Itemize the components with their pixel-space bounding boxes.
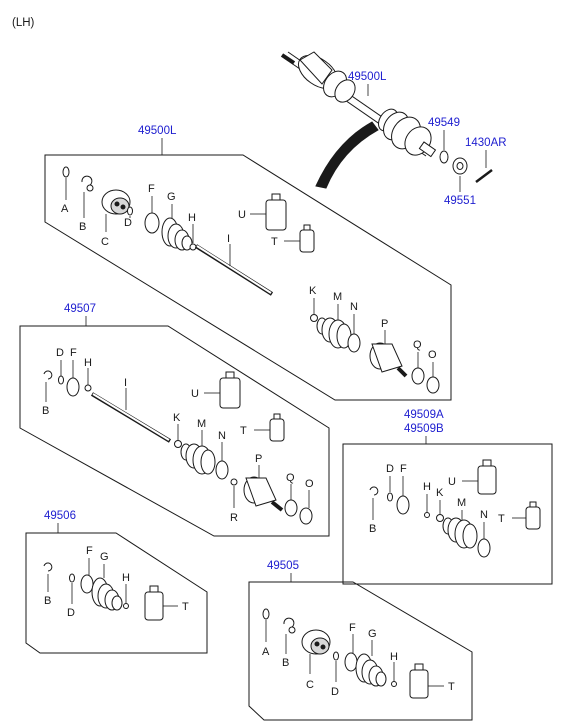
ref-kit-49505: 49505 <box>267 560 299 572</box>
label-H-2: H <box>84 357 92 369</box>
label-H-1: H <box>188 212 196 224</box>
side-label: (LH) <box>12 17 35 29</box>
label-A-5: A <box>262 646 270 658</box>
label-P-1: P <box>381 318 388 330</box>
label-M-2: M <box>197 418 206 430</box>
label-M-3: M <box>457 497 466 509</box>
label-A-1: A <box>61 203 69 215</box>
label-D-5: D <box>331 686 339 698</box>
label-P-2: P <box>255 453 262 465</box>
label-D-2: D <box>56 347 64 359</box>
label-H-5: H <box>390 651 398 663</box>
drive-shaft-assembly <box>280 51 437 189</box>
label-O-2: O <box>305 478 314 490</box>
label-B-5: B <box>282 657 289 669</box>
kit-49509-parts: B D F H K U M N T <box>369 459 541 558</box>
label-U-2: U <box>191 388 199 400</box>
label-G-5: G <box>368 628 377 640</box>
label-F-3: F <box>400 463 407 475</box>
label-C-1: C <box>101 236 109 248</box>
ref-kit-49506: 49506 <box>44 510 76 522</box>
label-O-1: O <box>428 349 437 361</box>
label-H-3: H <box>423 481 431 493</box>
label-F-4: F <box>86 545 93 557</box>
label-M-1: M <box>333 291 342 303</box>
kit-49507-frame <box>19 325 330 537</box>
ref-kit-49509A: 49509A <box>404 409 444 421</box>
label-R-2: R <box>230 512 238 524</box>
label-H-4: H <box>122 572 130 584</box>
ref-kit-49500L: 49500L <box>138 125 177 137</box>
label-B-4: B <box>44 595 51 607</box>
label-I-1: I <box>227 233 230 245</box>
label-G-4: G <box>100 551 109 563</box>
label-B-1: B <box>79 221 86 233</box>
label-T-1: T <box>271 236 278 248</box>
label-N-2: N <box>218 430 226 442</box>
label-D-4: D <box>67 607 75 619</box>
label-T-4: T <box>182 601 189 613</box>
kit-49505-parts: A B C D F G H T <box>262 608 455 699</box>
label-U-3: U <box>448 476 456 488</box>
kit-49506-frame <box>25 532 208 654</box>
label-T-5: T <box>448 681 455 693</box>
label-K-2: K <box>173 412 181 424</box>
ref-49551: 49551 <box>444 195 476 207</box>
label-F-2: F <box>70 347 77 359</box>
label-N-3: N <box>480 509 488 521</box>
ref-49549: 49549 <box>428 117 460 129</box>
label-I-2: I <box>124 377 127 389</box>
label-F-1: F <box>148 183 155 195</box>
label-N-1: N <box>350 301 358 313</box>
kit-49509-frame <box>342 443 553 585</box>
label-G-1: G <box>167 191 176 203</box>
label-K-1: K <box>309 285 317 297</box>
kit-49506-parts: B D F G H T <box>43 545 189 621</box>
washer-49549 <box>439 150 449 164</box>
ref-kit-49507: 49507 <box>64 303 96 315</box>
label-C-5: C <box>306 679 314 691</box>
label-D-1: D <box>124 217 132 229</box>
kit-49505-frame <box>248 581 473 721</box>
label-U-1: U <box>238 209 246 221</box>
ref-kit-49509B: 49509B <box>404 423 444 435</box>
kit-49507-parts: B D F H I U T K M <box>42 347 314 525</box>
label-F-5: F <box>349 622 356 634</box>
label-Q-1: Q <box>413 339 422 351</box>
ref-main-assy: 49500L <box>348 71 387 83</box>
label-T-3: T <box>498 513 505 525</box>
label-T-2: T <box>240 425 247 437</box>
split-pin-1430AR <box>475 169 493 183</box>
kit-49500L-frame <box>44 154 452 401</box>
label-Q-2: Q <box>286 472 295 484</box>
label-K-3: K <box>436 487 444 499</box>
label-B-3: B <box>369 523 376 535</box>
kit-49500L-parts: A B C D F G H I <box>61 166 440 394</box>
ref-1430AR: 1430AR <box>465 137 507 149</box>
label-B-2: B <box>42 405 49 417</box>
label-D-3: D <box>386 463 394 475</box>
